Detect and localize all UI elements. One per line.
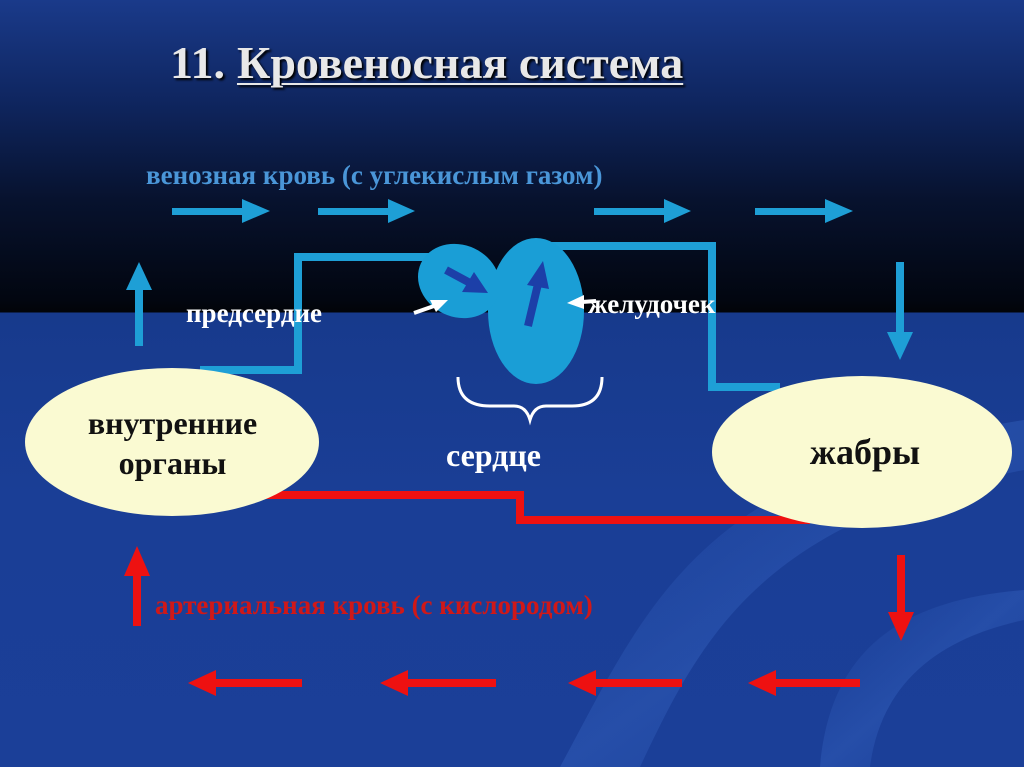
arterial-arrow-left — [568, 670, 682, 696]
venous-arrow-up — [126, 262, 152, 346]
background-swirl — [820, 590, 1024, 767]
venous-blood-label: венозная кровь (с углекислым газом) — [146, 160, 603, 190]
internal-organs-line2: органы — [118, 445, 227, 481]
arterial-arrow-left — [748, 670, 860, 696]
atrium-label: предсердие — [186, 298, 323, 328]
heart-label: сердце — [446, 437, 541, 473]
atrium-pointer-arrow — [413, 300, 448, 315]
arterial-blood-label: артериальная кровь (с кислородом) — [155, 590, 593, 620]
internal-organs-line1: внутренние — [87, 405, 258, 441]
ventricle-label: желудочек — [588, 289, 716, 319]
internal-organs-label: внутренние органы — [25, 403, 320, 483]
ventricle-pointer-arrow — [567, 295, 597, 309]
gills-oval — [712, 376, 1012, 528]
venous-arrow-down — [887, 262, 913, 360]
title-text: Кровеносная система — [236, 37, 684, 88]
venous-arrow-right — [594, 199, 691, 223]
arterial-arrow-down — [888, 555, 914, 641]
arterial-arrow-left — [188, 670, 302, 696]
venous-arrow-right — [172, 199, 270, 223]
arterial-vessel — [260, 491, 810, 524]
arterial-arrow-left — [380, 670, 496, 696]
venous-vessel — [548, 242, 780, 391]
internal-organs-oval — [25, 368, 319, 516]
gills-label: жабры — [809, 432, 921, 472]
heart-brace — [456, 376, 604, 426]
ventricle-flow-arrow — [524, 261, 549, 327]
venous-arrow-right — [755, 199, 853, 223]
page-title: 11.Кровеносная система — [170, 36, 683, 89]
venous-vessel — [200, 253, 430, 374]
venous-arrow-right — [318, 199, 415, 223]
arterial-arrow-up — [124, 546, 150, 626]
atrium-flow-arrow — [444, 266, 488, 293]
heart-ventricle — [488, 238, 584, 384]
title-number: 11. — [170, 37, 225, 88]
